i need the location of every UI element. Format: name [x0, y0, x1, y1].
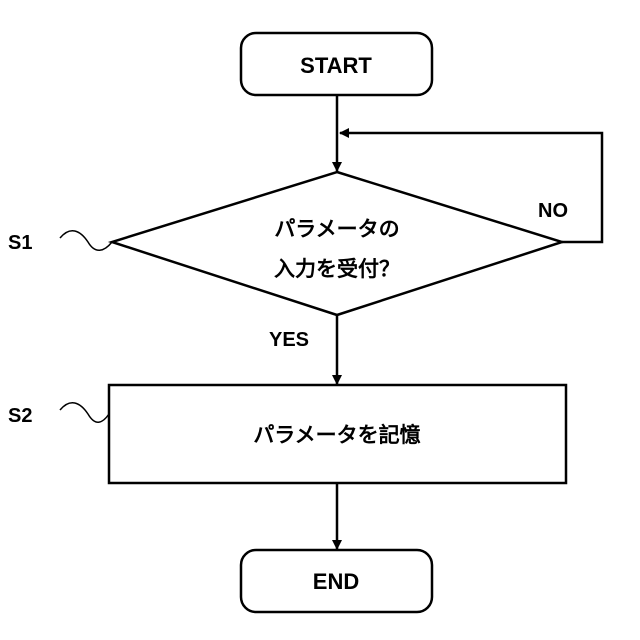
process-label: パラメータを記憶	[253, 423, 420, 447]
start-label: START	[300, 53, 372, 78]
end-label: END	[313, 569, 359, 594]
step-s1-leader	[60, 231, 112, 251]
step-s2-label: S2	[8, 405, 32, 427]
step-s2-leader	[60, 403, 109, 423]
decision-text-line1: パラメータの	[274, 217, 399, 241]
decision-diamond	[112, 172, 562, 315]
step-s1-label: S1	[8, 232, 32, 254]
yes-branch-label: YES	[269, 329, 309, 351]
decision-text-line2: 入力を受付？	[274, 257, 400, 281]
no-branch-label: NO	[538, 200, 568, 222]
